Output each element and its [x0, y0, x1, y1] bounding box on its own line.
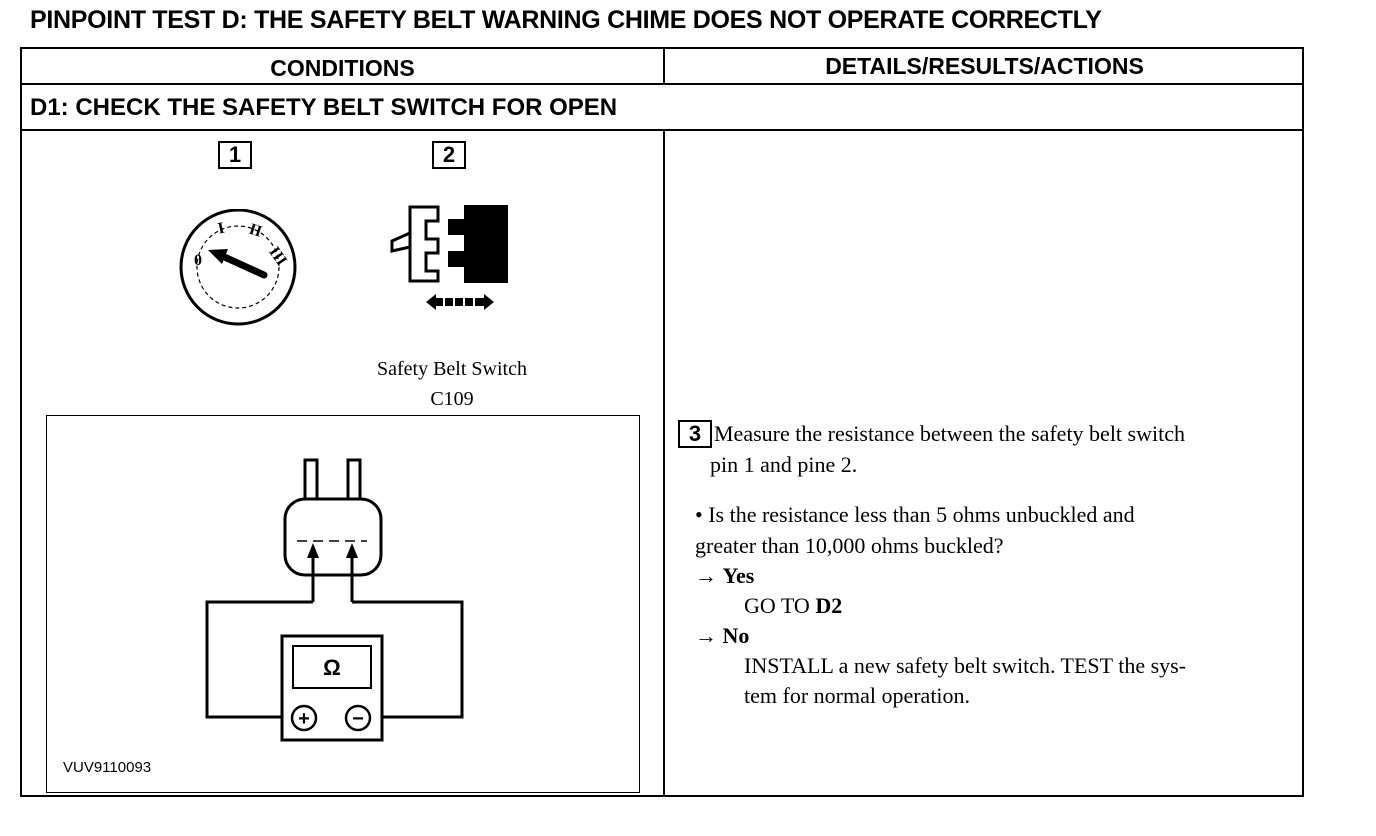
callout-2: 2: [432, 141, 466, 169]
instruction-line-1: Measure the resistance between the safet…: [714, 421, 1185, 446]
question-line-1: • Is the resistance less than 5 ohms unb…: [695, 502, 1135, 527]
plus-terminal: +: [298, 708, 310, 730]
no-branch: → No: [695, 620, 749, 651]
details-header: DETAILS/RESULTS/ACTIONS: [825, 53, 1144, 79]
body-column-divider: [663, 129, 665, 795]
ignition-mark-1: I: [216, 220, 226, 238]
ignition-mark-0: 0: [194, 252, 202, 269]
ignition-switch-icon: 0 I II III: [179, 209, 297, 326]
ohm-symbol: Ω: [323, 655, 341, 680]
yes-action: GO TO D2: [744, 590, 842, 621]
step-heading: D1: CHECK THE SAFETY BELT SWITCH FOR OPE…: [30, 94, 618, 121]
connector-caption: C109: [430, 388, 474, 410]
header-divider: [22, 83, 1302, 85]
page-title: PINPOINT TEST D: THE SAFETY BELT WARNING…: [30, 6, 1102, 34]
yes-arrow-icon: →: [695, 563, 717, 588]
ohmmeter-diagram-icon: Ω + −: [205, 458, 464, 742]
no-action-line-2: tem for normal operation.: [744, 683, 971, 708]
pinpoint-test-table: CONDITIONS DETAILS/RESULTS/ACTIONS D1: C…: [20, 47, 1304, 797]
no-action-line-1: INSTALL a new safety belt switch. TEST t…: [744, 653, 1187, 678]
safety-belt-switch-connector-icon: [390, 205, 508, 310]
no-arrow-icon: →: [695, 623, 717, 648]
step-divider: [22, 129, 1302, 131]
question-line-2: greater than 10,000 ohms buckled?: [695, 533, 1004, 558]
header-column-divider: [663, 49, 665, 85]
yes-branch: → Yes: [695, 560, 754, 591]
minus-terminal: −: [352, 708, 364, 730]
callout-1: 1: [218, 141, 252, 169]
switch-caption: Safety Belt Switch: [377, 358, 527, 380]
no-label: No: [722, 623, 750, 648]
yes-action-target: D2: [815, 593, 843, 618]
yes-action-prefix: GO TO: [744, 593, 810, 618]
instruction-line-2: pin 1 and pine 2.: [710, 452, 858, 477]
conditions-header: CONDITIONS: [270, 55, 415, 81]
ohmmeter-figure: Ω + − VUV9110093: [46, 415, 640, 793]
ignition-mark-3: III: [265, 244, 290, 269]
ignition-mark-2: II: [247, 221, 264, 241]
figure-id: VUV9110093: [63, 759, 152, 776]
yes-label: Yes: [722, 563, 755, 588]
callout-3: 3: [678, 420, 712, 448]
